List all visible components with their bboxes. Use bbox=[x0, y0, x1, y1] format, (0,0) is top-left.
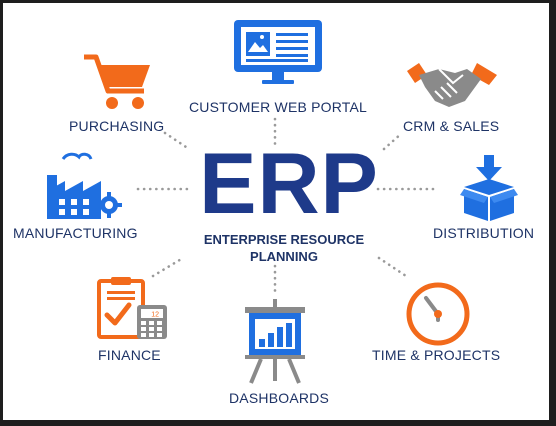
erp-subtitle-line1: ENTERPRISE RESOURCE bbox=[203, 232, 365, 247]
calculator-display: 12 bbox=[151, 312, 159, 319]
presentation-board-icon bbox=[245, 299, 305, 384]
erp-subtitle: ENTERPRISE RESOURCE PLANNING bbox=[179, 231, 389, 265]
monitor-icon bbox=[234, 20, 322, 84]
node-label-crm-sales: CRM & SALES bbox=[403, 118, 500, 134]
shopping-cart-icon bbox=[84, 54, 150, 109]
connector-bottom-right bbox=[377, 256, 411, 280]
erp-diagram: ERP ENTERPRISE RESOURCE PLANNING CUSTOME… bbox=[3, 3, 549, 420]
node-label-distribution: DISTRIBUTION bbox=[433, 225, 535, 241]
clock-icon bbox=[406, 282, 470, 346]
connector-top-left bbox=[163, 131, 191, 151]
node-label-time-projects: TIME & PROJECTS bbox=[372, 347, 501, 363]
node-label-customer-web-portal: CUSTOMER WEB PORTAL bbox=[189, 99, 368, 115]
node-label-purchasing: PURCHASING bbox=[69, 118, 165, 134]
connector-lines bbox=[136, 117, 435, 297]
erp-title: ERP bbox=[199, 136, 379, 232]
clipboard-calculator-icon: 12 bbox=[97, 277, 167, 339]
connector-bottom-left bbox=[151, 256, 185, 278]
connector-top-right bbox=[382, 131, 404, 151]
node-label-dashboards: DASHBOARDS bbox=[229, 390, 330, 406]
factory-icon bbox=[47, 152, 122, 219]
box-icon bbox=[460, 155, 518, 221]
node-label-manufacturing: MANUFACTURING bbox=[13, 225, 138, 241]
erp-subtitle-line2: PLANNING bbox=[250, 249, 318, 264]
node-label-finance: FINANCE bbox=[98, 347, 161, 363]
handshake-icon bbox=[407, 63, 497, 107]
